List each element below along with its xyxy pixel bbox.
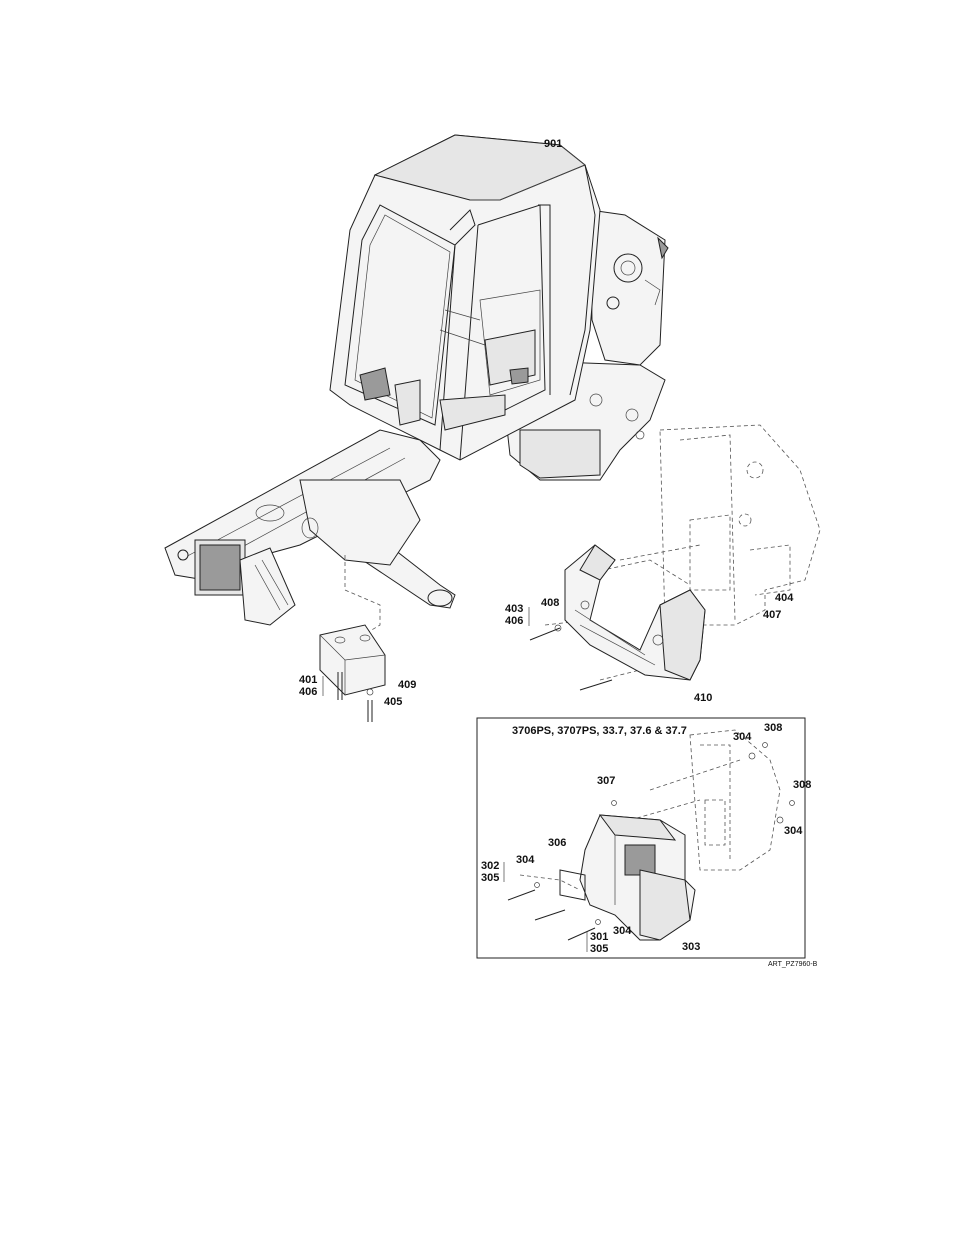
- inset-callout-301: 301: [590, 931, 608, 943]
- hardware-main: [320, 625, 612, 722]
- inset-callout-307: 307: [597, 775, 615, 787]
- callout-406-lower: 406: [299, 686, 317, 698]
- inset-callout-304-a: 304: [733, 731, 751, 743]
- inset-callout-308-b: 308: [793, 779, 811, 791]
- callout-401: 401: [299, 674, 317, 686]
- callout-901: 901: [544, 138, 562, 150]
- callout-409: 409: [398, 679, 416, 691]
- inset-callout-305-a: 305: [481, 872, 499, 884]
- callout-404: 404: [775, 592, 793, 604]
- boom-pivot-tower: [590, 210, 668, 365]
- callout-403: 403: [505, 603, 523, 615]
- callout-407: 407: [763, 609, 781, 621]
- inset-callout-303: 303: [682, 941, 700, 953]
- callout-410: 410: [694, 692, 712, 704]
- inset-title: 3706PS, 3707PS, 33.7, 37.6 & 37.7: [512, 725, 687, 737]
- callout-408: 408: [541, 597, 559, 609]
- inset-callout-306: 306: [548, 837, 566, 849]
- art-reference: ART_PZ7960-B: [768, 961, 817, 968]
- inset-callout-308-a: 308: [764, 722, 782, 734]
- inset-callout-302: 302: [481, 860, 499, 872]
- callout-406-upper: 406: [505, 615, 523, 627]
- inset-box: [477, 718, 805, 958]
- counterweight-410: [565, 545, 705, 680]
- inset-callout-304-d: 304: [613, 925, 631, 937]
- inset-callout-304-b: 304: [784, 825, 802, 837]
- inset-callout-305-b: 305: [590, 943, 608, 955]
- inset-callout-304-c: 304: [516, 854, 534, 866]
- callout-405: 405: [384, 696, 402, 708]
